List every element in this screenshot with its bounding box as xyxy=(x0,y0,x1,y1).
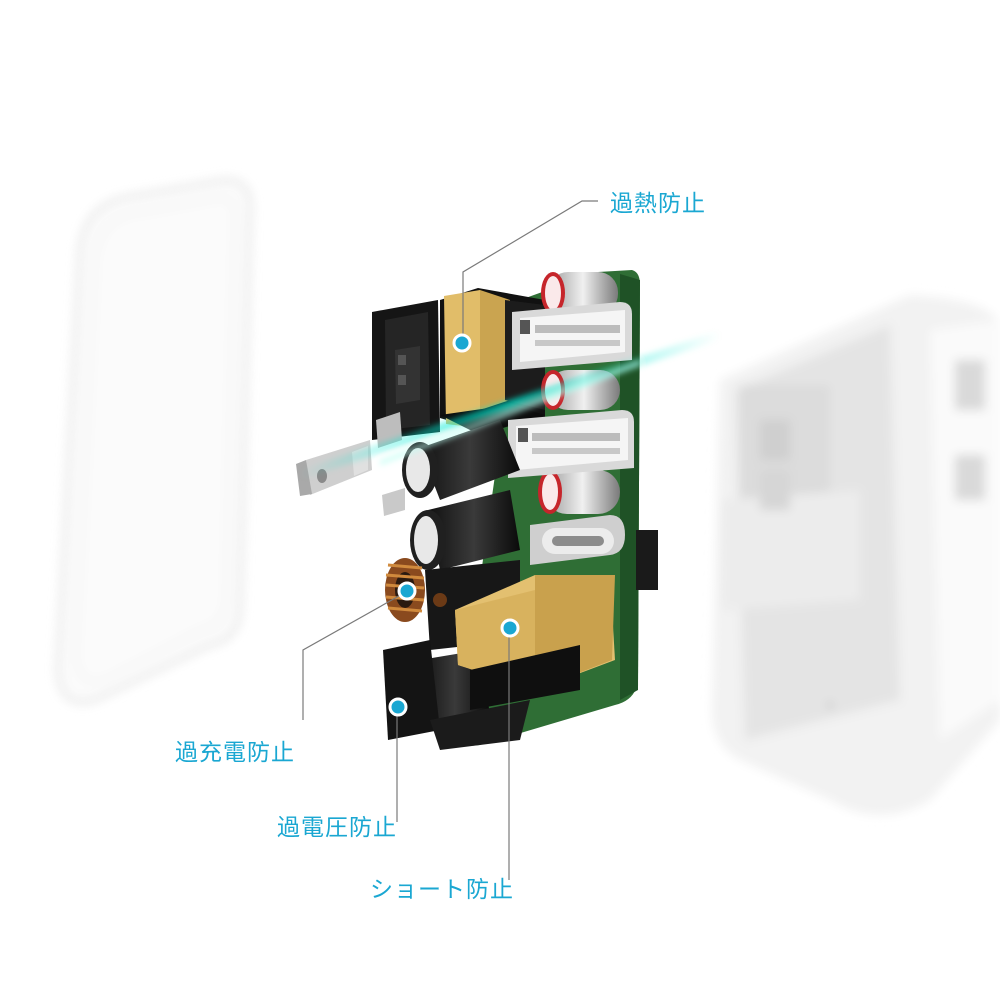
usb-c-port xyxy=(530,515,625,565)
callout-dot-short xyxy=(500,618,520,638)
callout-label-overvoltage: 過電圧防止 xyxy=(277,815,397,841)
callout-label-short-circuit: ショート防止 xyxy=(370,877,514,903)
housing-body xyxy=(712,295,1000,815)
leader-lines xyxy=(302,200,598,880)
callout-dot-overheat xyxy=(452,333,472,353)
usb-a-ports xyxy=(508,302,634,478)
callout-label-overheat: 過熱防止 xyxy=(610,191,706,217)
leader-line-overheat xyxy=(462,200,598,342)
housing-front-panel xyxy=(54,176,254,705)
callout-label-overcharge: 過充電防止 xyxy=(175,740,295,766)
callout-dot-overvoltage xyxy=(388,697,408,717)
lower-transformer xyxy=(383,560,615,750)
plug-pins xyxy=(296,412,405,516)
glow-streak xyxy=(300,330,720,480)
callout-dot-overcharge xyxy=(397,581,417,601)
callout-dots xyxy=(388,333,520,717)
leader-line-overcharge xyxy=(302,591,407,720)
heatsink-frame xyxy=(372,300,440,440)
